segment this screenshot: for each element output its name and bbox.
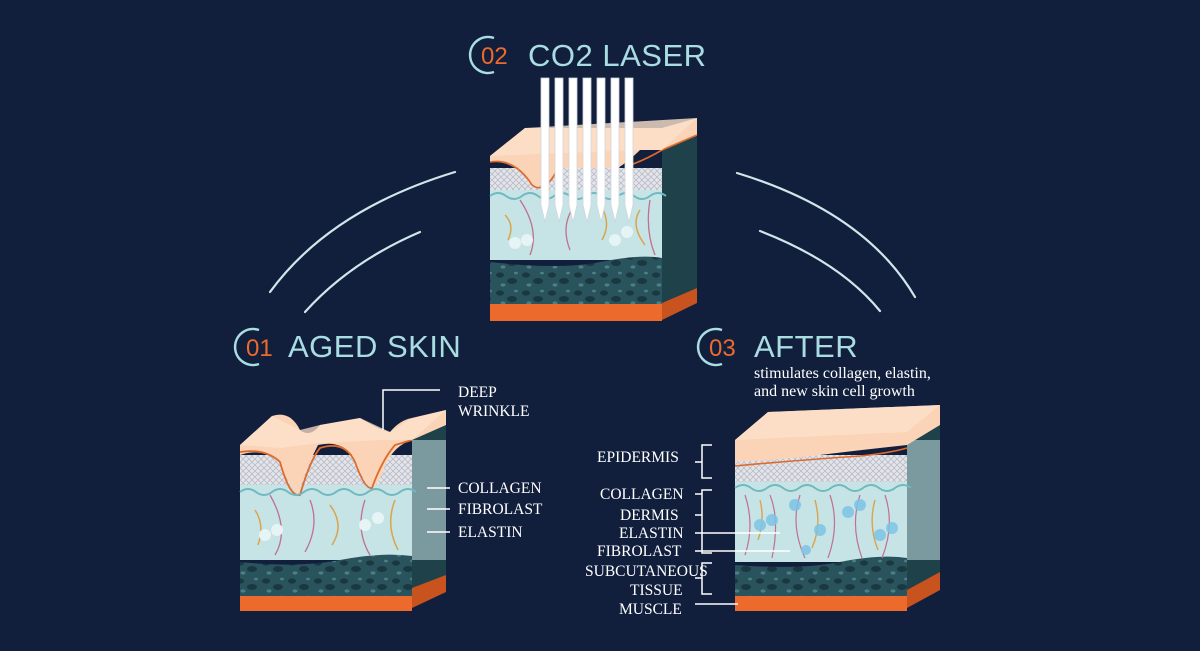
step-number: 03 xyxy=(709,335,736,362)
arc-right-outer xyxy=(735,171,917,299)
label-collagen: COLLAGEN xyxy=(458,480,542,497)
step-title: AGED SKIN xyxy=(288,329,461,364)
label-epidermis: EPIDERMIS xyxy=(597,449,679,466)
step-number-ring xyxy=(468,35,495,75)
after-skin-labels xyxy=(695,444,790,605)
step-number: 01 xyxy=(246,335,273,362)
label-wrinkle: WRINKLE xyxy=(458,403,529,420)
step-title: AFTER xyxy=(754,329,858,364)
label-fibrolast-after: FIBROLAST xyxy=(597,543,682,560)
step-subtitle-line-2: and new skin cell growth xyxy=(754,383,915,400)
arc-right-inner xyxy=(758,229,882,313)
aged-skin-labels: DEEP WRINKLE COLLAGEN FIBROLAST ELASTIN xyxy=(382,384,543,541)
step-number-ring xyxy=(233,327,260,367)
connector-arcs xyxy=(268,170,917,314)
step-co2-laser-heading: 02 CO2 LASER xyxy=(468,35,707,75)
laser-skin-block xyxy=(489,77,698,321)
step-aged-skin-heading: 01 AGED SKIN xyxy=(233,327,461,367)
step-title: CO2 LASER xyxy=(528,38,707,73)
label-deep: DEEP xyxy=(458,384,497,401)
arc-left-outer xyxy=(268,170,457,294)
leader-deep-wrinkle xyxy=(382,389,440,430)
arc-left-inner xyxy=(303,230,422,314)
step-number: 02 xyxy=(481,43,508,70)
label-tissue: TISSUE xyxy=(630,582,683,599)
step-after-heading: 03 AFTER stimulates collagen, elastin, a… xyxy=(696,327,931,400)
label-elastin: ELASTIN xyxy=(458,524,523,541)
label-collagen-after: COLLAGEN xyxy=(600,486,684,503)
bracket-epidermis xyxy=(695,444,712,479)
label-fibrolast: FIBROLAST xyxy=(458,501,543,518)
step-number-ring xyxy=(696,327,723,367)
label-subcutaneous: SUBCUTANEOUS xyxy=(585,563,708,580)
bracket-dermis xyxy=(695,489,712,554)
bracket-subcutaneous xyxy=(695,562,712,595)
aged-skin-block xyxy=(239,410,446,611)
after-skin-block xyxy=(734,405,940,611)
label-muscle: MUSCLE xyxy=(619,601,682,618)
label-elastin-after: ELASTIN xyxy=(619,525,684,542)
label-dermis: DERMIS xyxy=(620,507,679,524)
step-subtitle-line-1: stimulates collagen, elastin, xyxy=(754,365,931,382)
laser-beams xyxy=(540,77,634,223)
